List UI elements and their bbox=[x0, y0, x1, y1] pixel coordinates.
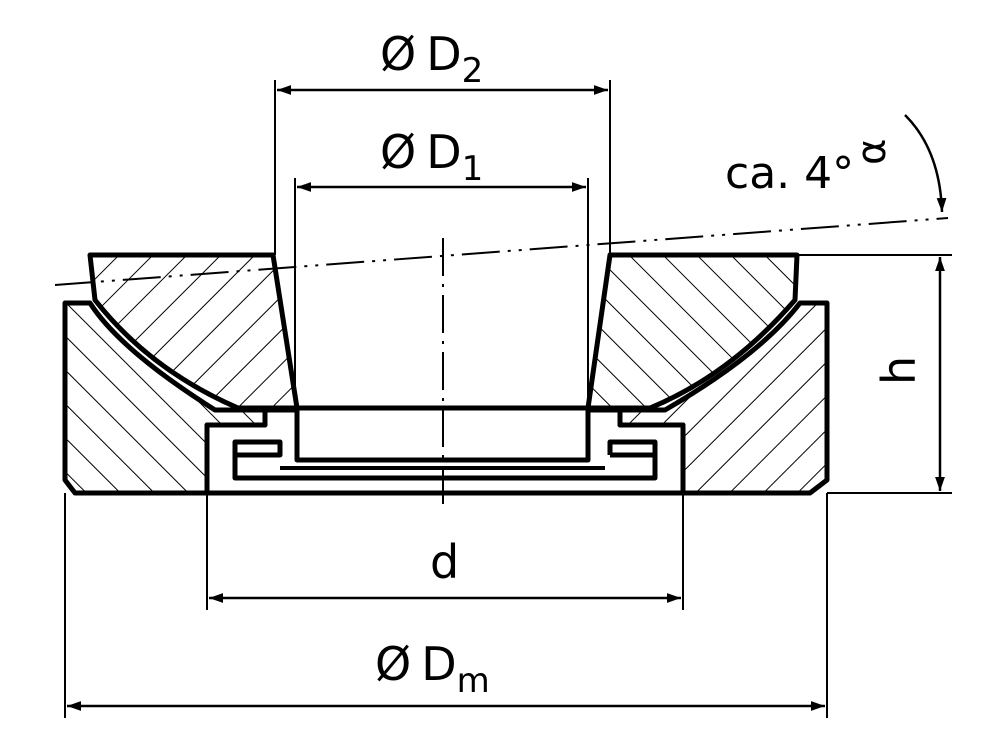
retaining-ring-inner-left bbox=[232, 439, 658, 481]
retaining-ring-groove-right bbox=[607, 439, 658, 455]
tilt-reference-line bbox=[54, 217, 949, 286]
label-d: d bbox=[430, 535, 459, 589]
label-angle: ca. 4° bbox=[725, 148, 854, 199]
label-alpha: α bbox=[849, 139, 895, 165]
label-h: h bbox=[872, 356, 926, 385]
dim-arc-angle bbox=[904, 114, 947, 213]
top-right-section bbox=[585, 252, 800, 411]
top-left-section bbox=[87, 252, 300, 411]
